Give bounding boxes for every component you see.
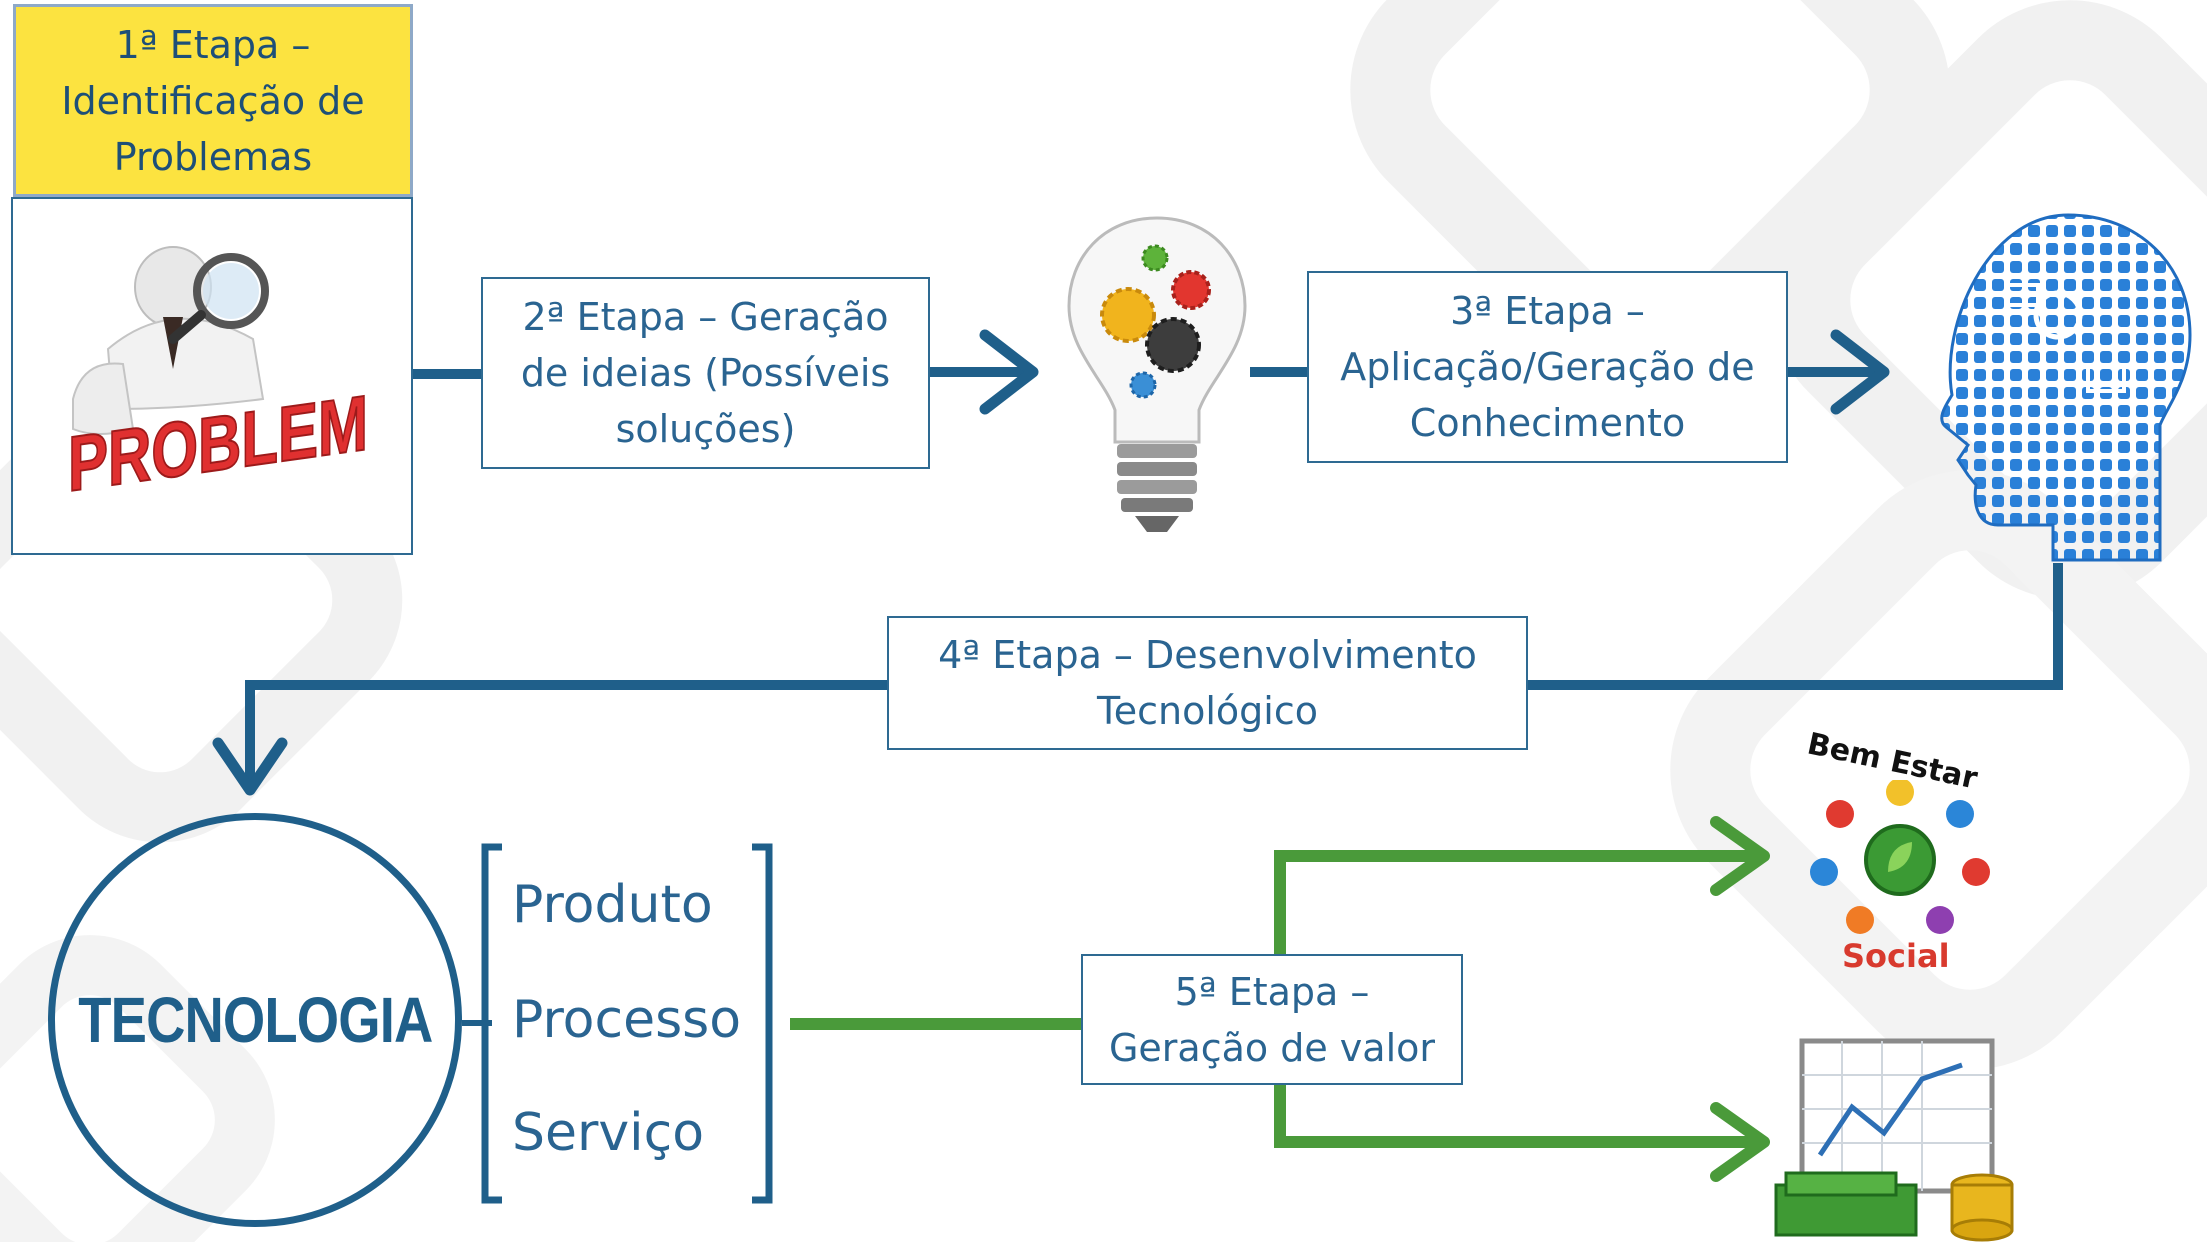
stage-2-box: 2ª Etapa – Geração de ideias (Possíveis … — [481, 277, 930, 469]
stage-5-line-2: Geração de valor — [1108, 1025, 1436, 1070]
stage-4-line-2: Tecnológico — [1096, 689, 1318, 733]
stage-2-line-3: soluções) — [615, 407, 796, 451]
knowledge-head-icon — [1940, 213, 2192, 562]
output-product: Produto — [512, 875, 713, 935]
stage-1-line-2: Identificação de — [61, 78, 365, 123]
stage-5-box: 5ª Etapa – Geração de valor — [1081, 954, 1463, 1085]
right-bracket — [752, 843, 773, 1204]
arrowhead-social — [1710, 816, 1770, 896]
stage-4-box: 4ª Etapa – Desenvolvimento Tecnológico — [887, 616, 1528, 750]
output-service: Serviço — [512, 1103, 705, 1163]
technology-circle: TECNOLOGIA — [48, 813, 462, 1227]
stage-2-line-1: 2ª Etapa – Geração — [522, 295, 889, 339]
stage-5-line-1: 5ª Etapa – — [1174, 969, 1370, 1014]
problem-figure-icon: PROBLEM — [67, 246, 369, 509]
stage-4-line-1: 4ª Etapa – Desenvolvimento — [938, 633, 1477, 677]
lightbulb-gears-icon — [1067, 216, 1247, 532]
arrowhead-money — [1710, 1102, 1770, 1182]
wellbeing-people-icon — [1810, 780, 1990, 934]
stage-1-line-1: 1ª Etapa – — [115, 22, 311, 67]
left-bracket — [481, 843, 502, 1204]
value-up-branch — [1274, 850, 1758, 954]
arrowhead-2-bulb — [979, 329, 1039, 415]
stage-1-box: 1ª Etapa – Identificação de Problemas — [13, 4, 413, 197]
value-down-branch — [1274, 1085, 1758, 1148]
money-chart-icon — [1774, 1038, 2014, 1242]
technology-label: TECNOLOGIA — [77, 984, 433, 1056]
stage-3-line-3: Conhecimento — [1409, 401, 1686, 445]
problem-image-frame: PROBLEM — [11, 197, 413, 555]
arrowhead-3-head — [1830, 329, 1890, 415]
stage-3-line-2: Aplicação/Geração de — [1340, 345, 1755, 389]
stage-3-line-1: 3ª Etapa – — [1450, 289, 1645, 333]
output-process: Processo — [512, 990, 742, 1050]
stage-2-line-2: de ideias (Possíveis — [520, 351, 891, 395]
wellbeing-social-word: Social — [1842, 937, 1950, 975]
stage-1-line-3: Problemas — [113, 134, 313, 179]
stage-3-box: 3ª Etapa – Aplicação/Geração de Conhecim… — [1307, 271, 1788, 463]
arrowhead-tech — [212, 737, 288, 796]
